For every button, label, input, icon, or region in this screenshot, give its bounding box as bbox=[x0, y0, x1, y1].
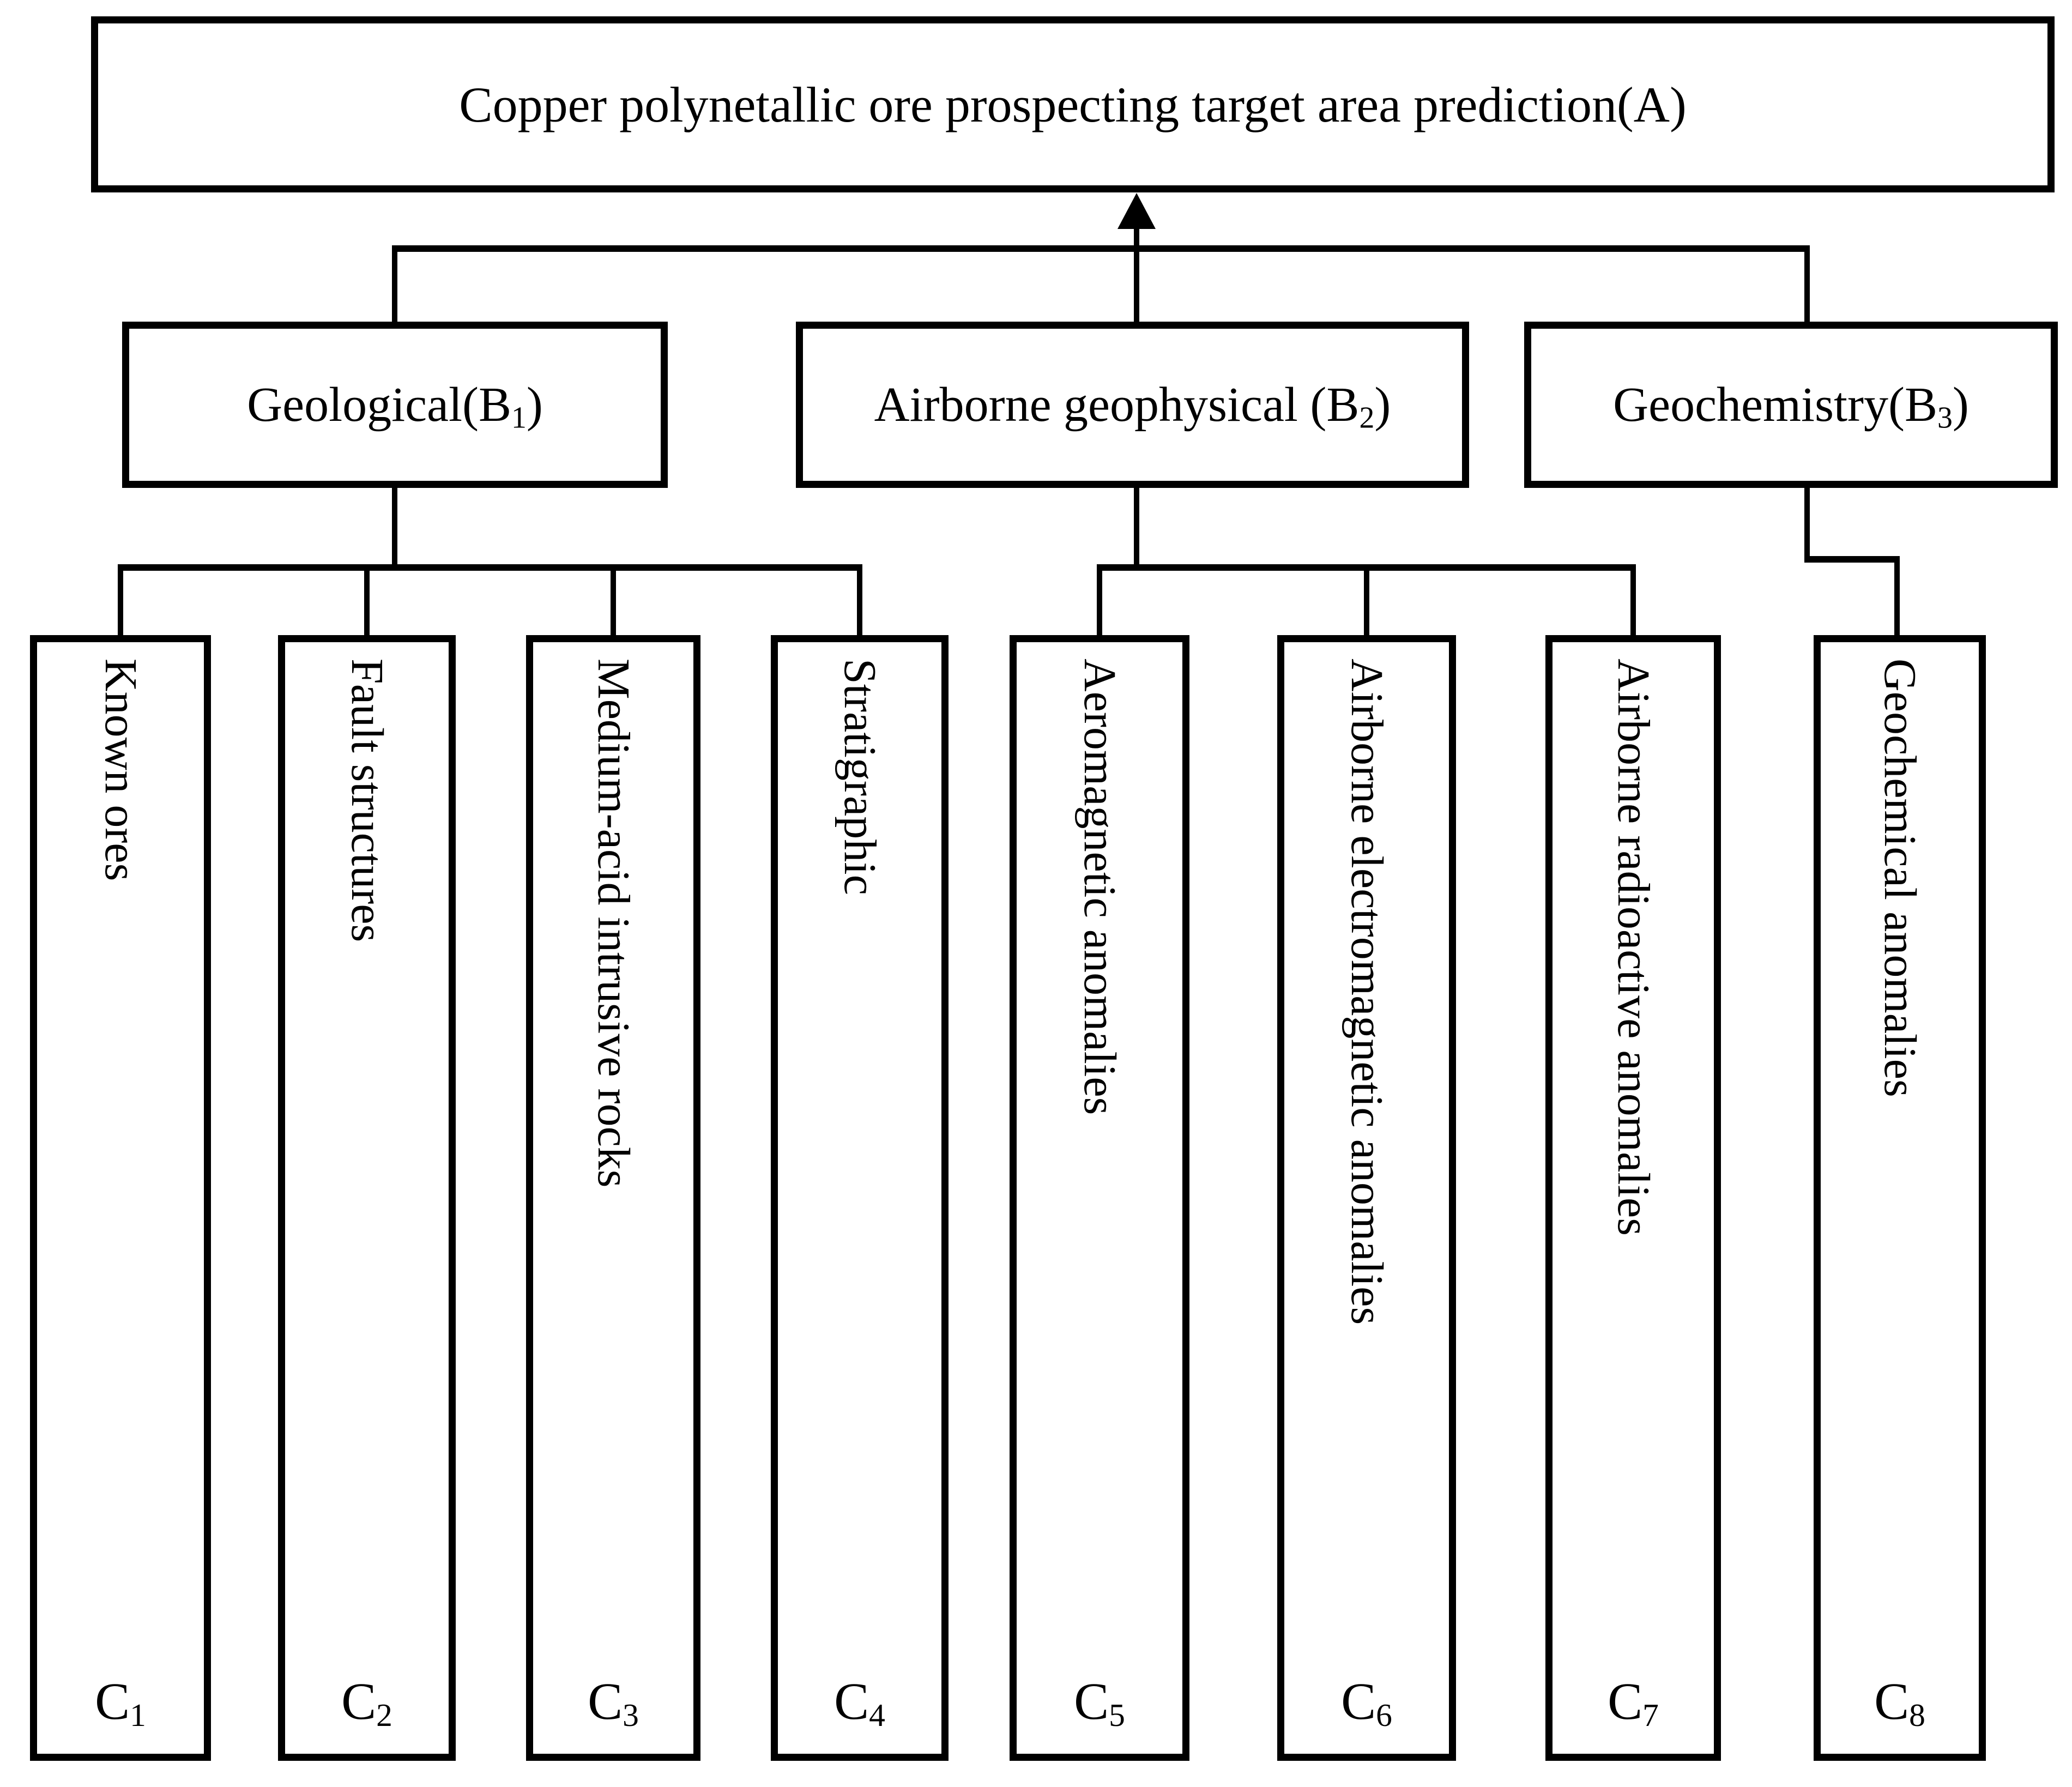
node-factor-c8-label: Geochemical anomalies bbox=[1875, 659, 1925, 1097]
b1-label-subscript: 1 bbox=[511, 400, 527, 434]
node-factor-c4-label: Stratigraphic bbox=[835, 659, 885, 895]
node-criterion-b1: Geological(B1) bbox=[122, 322, 668, 488]
connector-a-bus bbox=[392, 245, 1810, 252]
node-factor-c8: Geochemical anomalies C8 bbox=[1814, 635, 1986, 1761]
node-factor-c6-label: Airborne electromagnetic anomalies bbox=[1342, 659, 1392, 1325]
b2-label-subscript: 2 bbox=[1359, 400, 1375, 434]
node-factor-c5: Aeromagnetic anomalies C5 bbox=[1010, 635, 1189, 1761]
connector-drop-c4 bbox=[857, 564, 862, 635]
node-factor-c2: Fault structures C2 bbox=[278, 635, 456, 1761]
connector-drop-c6 bbox=[1364, 564, 1369, 635]
node-criterion-b3-label: Geochemistry(B3) bbox=[1613, 377, 1969, 433]
connector-b1-stub bbox=[392, 488, 397, 571]
node-factor-c1-code: C1 bbox=[37, 1672, 204, 1731]
node-factor-c3-code: C3 bbox=[533, 1672, 693, 1731]
b2-label-suffix: ) bbox=[1374, 377, 1391, 432]
c7-code-base: C bbox=[1608, 1672, 1643, 1730]
node-factor-c6: Airborne electromagnetic anomalies C6 bbox=[1277, 635, 1456, 1761]
c3-code-subscript: 3 bbox=[623, 1697, 639, 1734]
connector-drop-c2 bbox=[364, 564, 370, 635]
connector-b3-elbow-vertical-1 bbox=[1804, 488, 1810, 563]
node-factor-c5-label: Aeromagnetic anomalies bbox=[1074, 659, 1125, 1115]
connector-drop-c3 bbox=[611, 564, 616, 635]
node-factor-c4-code: C4 bbox=[778, 1672, 941, 1731]
connector-arrow-shaft bbox=[1134, 227, 1139, 322]
c4-code-base: C bbox=[834, 1672, 869, 1730]
connector-drop-c7 bbox=[1630, 564, 1636, 635]
c4-code-subscript: 4 bbox=[869, 1697, 885, 1734]
arrow-up-icon bbox=[1117, 193, 1156, 229]
connector-b3-elbow-horizontal bbox=[1804, 556, 1900, 563]
node-factor-c3: Medium-acid intrusive rocks C3 bbox=[526, 635, 700, 1761]
b1-label-suffix: ) bbox=[526, 377, 543, 432]
c2-code-subscript: 2 bbox=[376, 1697, 392, 1734]
connector-a-drop-b3 bbox=[1804, 245, 1810, 322]
node-factor-c1-label: Known ores bbox=[95, 659, 146, 882]
node-goal-a: Copper polynetallic ore prospecting targ… bbox=[91, 16, 2055, 192]
node-factor-c2-code: C2 bbox=[285, 1672, 449, 1731]
c8-code-base: C bbox=[1874, 1672, 1910, 1730]
c3-code-base: C bbox=[588, 1672, 623, 1730]
b1-label-text: Geological(B bbox=[247, 377, 511, 432]
c1-code-subscript: 1 bbox=[130, 1697, 146, 1734]
node-factor-c3-label: Medium-acid intrusive rocks bbox=[588, 659, 639, 1188]
node-factor-c6-code: C6 bbox=[1284, 1672, 1449, 1731]
connector-drop-c1 bbox=[118, 564, 123, 635]
c7-code-subscript: 7 bbox=[1642, 1697, 1659, 1734]
node-goal-a-label: Copper polynetallic ore prospecting targ… bbox=[459, 76, 1687, 132]
connector-b2-stub bbox=[1134, 488, 1139, 571]
c5-code-subscript: 5 bbox=[1109, 1697, 1125, 1734]
node-factor-c4: Stratigraphic C4 bbox=[771, 635, 949, 1761]
node-factor-c2-label: Fault structures bbox=[342, 659, 392, 943]
node-factor-c7: Airborne radioactive anomalies C7 bbox=[1545, 635, 1721, 1761]
c2-code-base: C bbox=[341, 1672, 377, 1730]
node-criterion-b1-label: Geological(B1) bbox=[247, 377, 543, 433]
node-factor-c7-label: Airborne radioactive anomalies bbox=[1608, 659, 1659, 1236]
c6-code-base: C bbox=[1341, 1672, 1376, 1730]
node-criterion-b2: Airborne geophysical (B2) bbox=[796, 322, 1469, 488]
b2-label-text: Airborne geophysical (B bbox=[874, 377, 1360, 432]
b3-label-suffix: ) bbox=[1952, 377, 1969, 432]
node-factor-c7-code: C7 bbox=[1553, 1672, 1714, 1731]
node-criterion-b3: Geochemistry(B3) bbox=[1524, 322, 2058, 488]
connector-a-drop-b1 bbox=[392, 245, 397, 322]
b3-label-text: Geochemistry(B bbox=[1613, 377, 1937, 432]
b3-label-subscript: 3 bbox=[1937, 400, 1953, 434]
connector-drop-c5 bbox=[1097, 564, 1102, 635]
node-factor-c5-code: C5 bbox=[1017, 1672, 1182, 1731]
node-factor-c8-code: C8 bbox=[1821, 1672, 1979, 1731]
connector-b3-elbow-vertical-2 bbox=[1894, 556, 1900, 635]
c8-code-subscript: 8 bbox=[1909, 1697, 1925, 1734]
node-criterion-b2-label: Airborne geophysical (B2) bbox=[874, 377, 1391, 433]
node-factor-c1: Known ores C1 bbox=[30, 635, 211, 1761]
c6-code-subscript: 6 bbox=[1376, 1697, 1392, 1734]
connector-b1-bus bbox=[118, 564, 862, 571]
c5-code-base: C bbox=[1074, 1672, 1109, 1730]
c1-code-base: C bbox=[95, 1672, 130, 1730]
